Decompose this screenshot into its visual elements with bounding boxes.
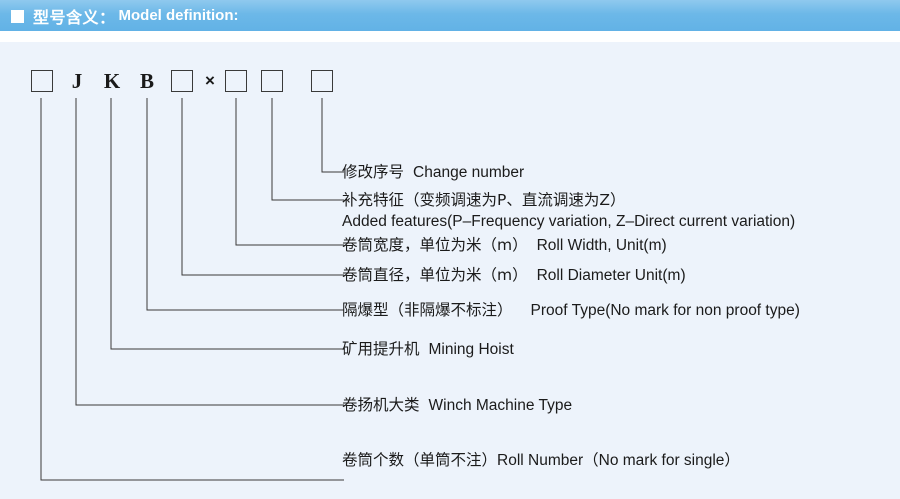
callout-change-number-cn: 修改序号 (342, 163, 405, 181)
callout-winch-machine-type: 卷扬机大类 Winch Machine Type (342, 395, 572, 416)
code-segment-multiply-sign: × (205, 71, 215, 90)
code-segment-box-5 (171, 70, 193, 92)
callout-roll-width-en: Roll Width, Unit(m) (536, 237, 667, 254)
code-segment-letter-k: K (103, 69, 121, 93)
callout-added-features-cn: 补充特征（变频调速为P、直流调速为Z） (342, 191, 626, 209)
leader-line-roll-number (40, 98, 344, 481)
leader-line-roll-width (235, 98, 344, 246)
callout-mining-hoist: 矿用提升机 Mining Hoist (342, 339, 514, 360)
callout-roll-number-en: Roll Number（No mark for single） (497, 452, 740, 469)
code-segment-box-9 (311, 70, 333, 92)
callout-proof-type-cn: 隔爆型（非隔爆不标注） (342, 301, 513, 319)
code-segment-letter-j: J (71, 69, 83, 93)
callout-winch-machine-type-en: Winch Machine Type (428, 397, 573, 414)
callout-proof-type-en: Proof Type(No mark for non proof type) (530, 302, 800, 319)
bullet-square-icon (11, 9, 24, 23)
callout-roll-number-cn: 卷筒个数（单筒不注） (342, 451, 498, 469)
model-code-row: J K B × (0, 69, 360, 96)
leader-line-added-features (271, 98, 344, 201)
page-title-chinese: 型号含义： (33, 9, 116, 27)
leader-line-mining-hoist (110, 98, 344, 350)
header-bar: 型号含义： Model definition: (0, 0, 900, 31)
callout-roll-diameter-en: Roll Diameter Unit(m) (536, 267, 686, 284)
callout-mining-hoist-cn: 矿用提升机 (342, 340, 420, 358)
leader-line-winch-machine-type (75, 98, 344, 406)
callout-roll-number: 卷筒个数（单筒不注）Roll Number（No mark for single… (342, 450, 740, 471)
callout-roll-diameter-cn: 卷筒直径，单位为米（m） (342, 266, 528, 284)
callout-added-features: 补充特征（变频调速为P、直流调速为Z） Added features(P–Fre… (342, 190, 795, 232)
code-segment-box-1 (31, 70, 53, 92)
code-segment-letter-b: B (139, 69, 154, 93)
callout-roll-width-cn: 卷筒宽度，单位为米（m） (342, 236, 528, 254)
leader-line-change-number (321, 98, 344, 173)
callout-roll-diameter: 卷筒直径，单位为米（m） Roll Diameter Unit(m) (342, 265, 686, 286)
callout-mining-hoist-en: Mining Hoist (428, 341, 514, 358)
callout-winch-machine-type-cn: 卷扬机大类 (342, 396, 420, 414)
callout-added-features-en: Added features(P–Frequency variation, Z–… (342, 213, 796, 230)
leader-line-roll-diameter (181, 98, 344, 276)
callout-roll-width: 卷筒宽度，单位为米（m） Roll Width, Unit(m) (342, 235, 667, 256)
code-segment-box-7 (225, 70, 247, 92)
callout-change-number-en: Change number (413, 164, 525, 181)
callout-change-number: 修改序号 Change number (342, 162, 524, 183)
header-underline-strip (0, 31, 900, 42)
code-segment-box-8 (261, 70, 283, 92)
page-title-english: Model definition: (118, 7, 239, 24)
leader-line-proof-type (146, 98, 344, 311)
callout-proof-type: 隔爆型（非隔爆不标注） Proof Type(No mark for non pr… (342, 300, 800, 321)
